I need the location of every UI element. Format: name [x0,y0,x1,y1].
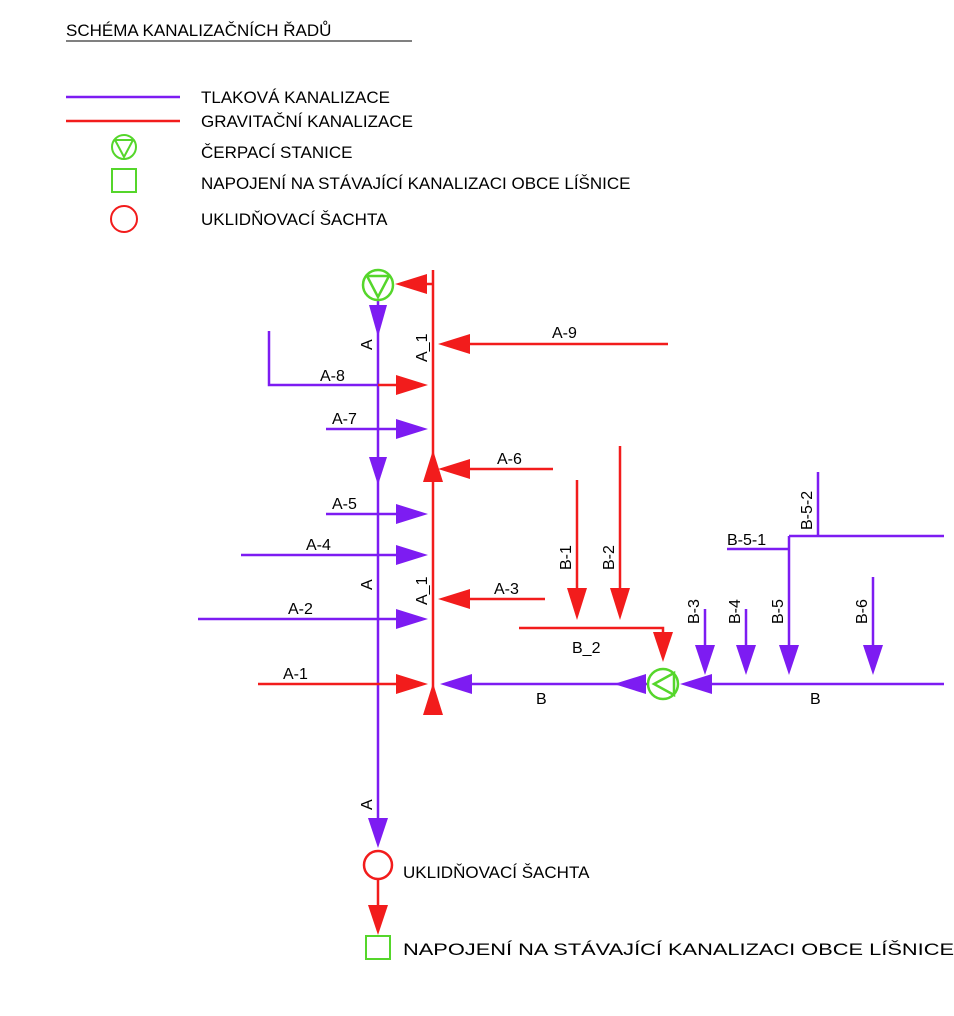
label-a3: A-3 [494,581,519,598]
label-a-mid: A [359,579,376,590]
label-b5-2: B-5-2 [799,491,816,530]
arrow-a1-bottom [423,683,443,715]
arrow-a6 [438,459,470,479]
arrow-to-connection [368,905,388,935]
legend: TLAKOVÁ KANALIZACE GRAVITAČNÍ KANALIZACE… [66,88,631,233]
label-a8: A-8 [320,368,345,385]
arrow-b4 [736,645,756,675]
connection-point [365,935,391,960]
label-a-bottom: A [359,799,376,810]
arrow-b-left [440,674,472,694]
label-b2: B-2 [601,545,618,570]
arrow-b-right [680,674,712,694]
arrow-a1-branch [396,674,428,694]
legend-gravity-label: GRAVITAČNÍ KANALIZACE [201,112,413,131]
label-b5-1: B-5-1 [727,532,766,549]
arrow-b-into-pump [614,674,646,694]
label-a1-bottom: A_1 [414,576,431,605]
arrow-b5 [779,645,799,675]
label-b6: B-6 [854,599,871,624]
label-b5: B-5 [770,599,787,624]
label-b3: B-3 [686,599,703,624]
calming-shaft [362,849,394,881]
arrow-a-mid [369,457,387,485]
label-a-top: A [359,339,376,350]
arrow-a3 [438,589,470,609]
legend-station-label: ČERPACÍ STANICE [201,143,352,162]
label-a6: A-6 [497,451,522,468]
arrow-a8 [396,375,428,395]
legend-shaft-icon [110,205,138,233]
arrow-a9 [438,334,470,354]
line-b2 [519,626,665,640]
label-shaft: UKLIDŇOVACÍ ŠACHTA [403,863,590,882]
legend-shaft-label: UKLIDŇOVACÍ ŠACHTA [201,210,388,229]
label-b1: B-1 [558,545,575,570]
arrow-a2 [396,609,428,629]
label-a4: A-4 [306,537,331,554]
label-a5: A-5 [332,496,357,513]
label-a7: A-7 [332,411,357,428]
label-b-right: B [810,691,821,708]
page-title: SCHÉMA KANALIZAČNÍCH ŘADŮ [66,21,331,40]
legend-station-icon [111,134,137,160]
legend-connection-label: NAPOJENÍ NA STÁVAJÍCÍ KANALIZACI OBCE LÍ… [201,174,631,193]
legend-pressure-label: TLAKOVÁ KANALIZACE [201,88,390,107]
label-connection: NAPOJENÍ NA STÁVAJÍCÍ KANALIZACI OBCE LÍ… [403,940,954,959]
label-a1-branch: A-1 [283,666,308,683]
pump-station-top [361,268,395,302]
arrow-b1 [567,588,587,620]
arrow-a-top [369,305,387,337]
label-a1-top: A_1 [414,333,431,362]
label-b2-line: B_2 [572,640,601,657]
arrow-a-bottom [368,818,388,848]
arrow-b2 [653,632,673,662]
branch-b5 [727,472,944,648]
arrow-b6 [863,645,883,675]
legend-connection-icon [111,168,137,193]
label-b4: B-4 [727,599,744,624]
arrow-a5 [396,504,428,524]
label-a9: A-9 [552,325,577,342]
arrow-a1-mid [423,450,443,482]
arrow-b3 [695,645,715,675]
arrow-b2-branch [610,588,630,620]
arrow-a4 [396,545,428,565]
arrow-a7 [396,419,428,439]
pump-station-b [646,667,680,701]
arrow-a1-to-pump [395,274,427,294]
label-a2: A-2 [288,601,313,618]
label-b-left: B [536,691,547,708]
